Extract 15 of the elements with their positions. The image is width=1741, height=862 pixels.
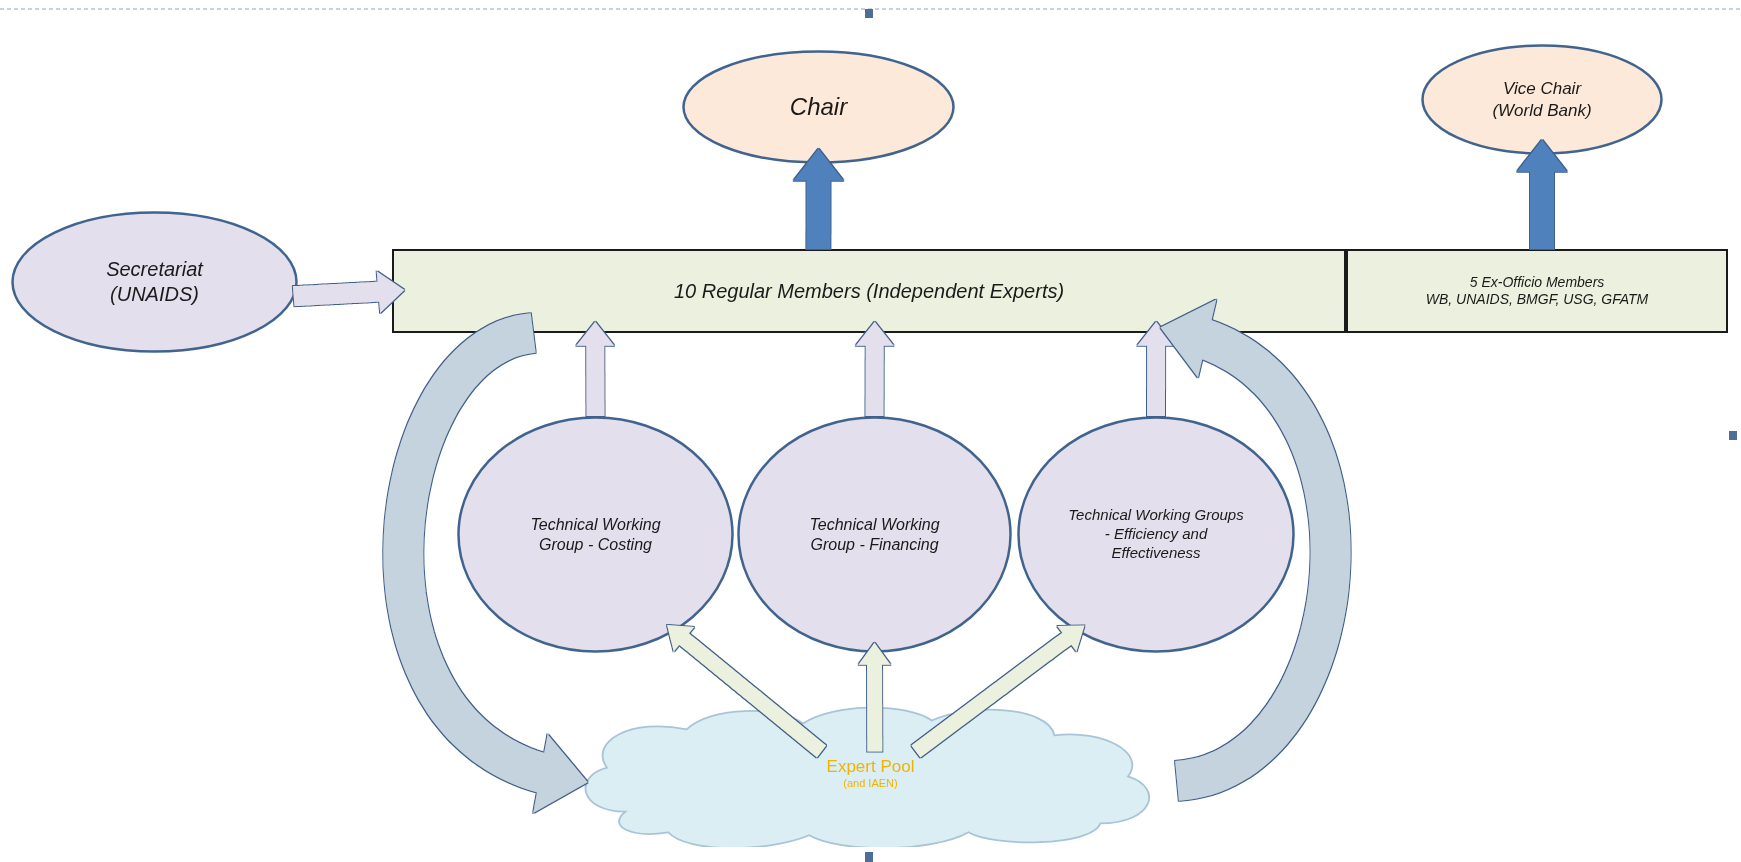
node-label: Technical Working Group - Financing: [808, 514, 941, 555]
node-label: Chair: [789, 92, 848, 122]
block-arrow: [667, 625, 828, 758]
block-arrow: [383, 313, 588, 813]
node-label: 10 Regular Members (Independent Experts): [673, 278, 1065, 304]
node-label: WB, UNAIDS, BMGF, USG, GFATM: [1425, 291, 1649, 309]
node-label: Technical Working Group - Costing: [529, 514, 662, 555]
node-label: Technical Working Groups - Efficiency and Effectiveness: [1067, 506, 1245, 563]
node-label: Secretariat (UNAIDS): [105, 257, 205, 307]
block-arrow: [910, 625, 1085, 758]
node-label: (and IAEN): [843, 777, 898, 791]
node-label: Expert Pool: [826, 756, 915, 778]
node-label: 5 Ex-Officio Members: [1469, 273, 1605, 291]
node-label: Vice Chair (World Bank): [1491, 78, 1593, 121]
block-arrow: [1160, 299, 1351, 801]
